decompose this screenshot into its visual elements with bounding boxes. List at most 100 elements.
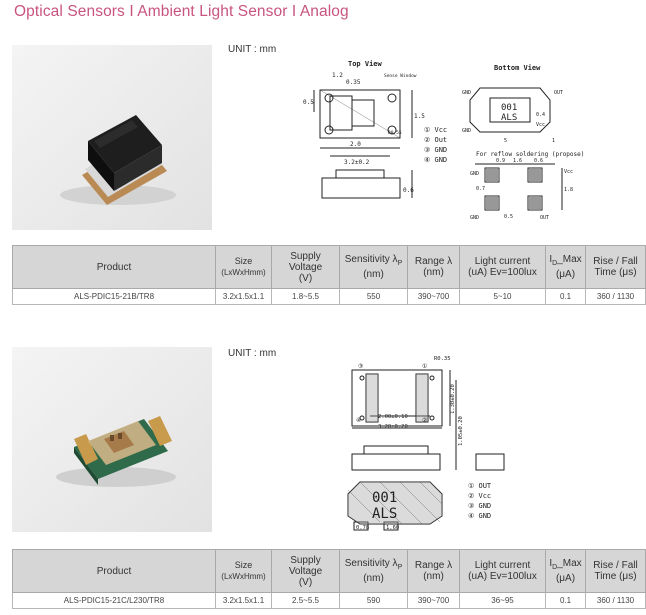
header-sensitivity-label: Sensitivity λ — [344, 558, 398, 569]
product-photo-2 — [12, 347, 212, 532]
pin-legend: ③ GND — [424, 146, 447, 154]
dim-label: 0.5 — [504, 214, 513, 220]
sensor-21b-image — [12, 45, 212, 230]
table-row: ALS-PDIC15-21B/TR8 3.2x1.5x1.1 1.8~5.5 5… — [12, 288, 646, 305]
header-rise-fall-unit: Time (μs) — [594, 267, 637, 278]
dim-label: 0.6 — [534, 158, 543, 164]
header-id-max: ID_Max (μA) — [545, 245, 586, 289]
cell-range: 390~700 — [407, 288, 460, 305]
header-rise-fall-label: Rise / Fall — [593, 256, 638, 267]
header-range-label: Range λ — [414, 560, 453, 571]
dim-label: 1.5 — [414, 113, 425, 120]
header-size-unit: (LxWxHmm) — [221, 268, 266, 277]
cell-sensitivity: 550 — [339, 288, 408, 305]
dim-label: 0.7 — [476, 186, 485, 192]
pin-legend: ① Vcc — [424, 126, 447, 134]
cell-size: 3.2x1.5x1.1 — [215, 592, 272, 609]
header-light-current-label: Light current — [474, 256, 531, 267]
dim-label: 0.5 — [303, 99, 314, 106]
header-id-rest: _Max — [557, 254, 582, 265]
header-size: Size (LxWxHmm) — [215, 245, 272, 289]
marking-text: ALS — [501, 113, 517, 123]
header-id-i: I — [549, 254, 553, 265]
header-rise-fall-label: Rise / Fall — [593, 560, 638, 571]
header-id-sub: D — [552, 564, 558, 571]
cell-rise-fall: 360 / 1130 — [585, 288, 646, 305]
dim-label: 0.6 — [403, 187, 414, 194]
header-sensitivity-unit: (nm) — [363, 269, 384, 280]
cell-product: ALS-PDIC15-21B/TR8 — [12, 288, 216, 305]
pin-legend: ② Out — [424, 136, 447, 144]
header-supply-label: Supply — [290, 250, 321, 262]
dim-label: 1 — [552, 138, 555, 144]
dim-label: 0.35 — [346, 79, 361, 86]
dim-label: 3.2±0.2 — [344, 159, 370, 166]
header-voltage: Supply Voltage (V) — [271, 245, 340, 289]
cell-id-max: 0.1 — [545, 288, 586, 305]
dim-label: R0.55 — [388, 130, 402, 136]
header-size: Size (LxWxHmm) — [215, 549, 272, 593]
dim-label: 0.9 — [496, 158, 505, 164]
header-voltage-unit: (V) — [298, 272, 313, 284]
pin-label: GND — [462, 128, 471, 134]
header-supply-label: Supply — [290, 554, 321, 566]
header-light-current: Light current (uA) Ev=100lux — [459, 245, 546, 289]
bottom-view-label: Bottom View — [494, 64, 541, 72]
header-size-label: Size — [234, 256, 253, 266]
header-range: Range λ (nm) — [407, 245, 460, 289]
header-rise-fall: Rise / Fall Time (μs) — [585, 245, 646, 289]
header-sensitivity-label: Sensitivity λ — [344, 254, 398, 265]
pin-label: Vcc — [564, 169, 573, 175]
header-id-max: ID_Max (μA) — [545, 549, 586, 593]
header-id-rest: _Max — [557, 558, 582, 569]
pin-legend: ③ GND — [468, 502, 491, 510]
header-voltage-label: Voltage — [288, 261, 323, 273]
dim-label: 1.60 — [386, 525, 399, 531]
pin-label: OUT — [540, 215, 549, 221]
header-voltage-label: Voltage — [288, 565, 323, 577]
header-size-unit: (LxWxHmm) — [221, 572, 266, 581]
pin-legend: ② Vcc — [468, 492, 491, 500]
header-light-current-unit: (uA) Ev=100lux — [468, 571, 537, 582]
header-voltage-unit: (V) — [298, 576, 313, 588]
sensor-21c-image — [12, 347, 212, 532]
dim-label: 1.05±0.20 — [458, 416, 464, 446]
pin-number: ③ — [358, 363, 363, 370]
dim-label: R0.35 — [434, 356, 451, 362]
pin-number: ④ — [356, 417, 361, 424]
dim-label: 1.6 — [513, 158, 522, 164]
pin-number: ① — [422, 363, 427, 370]
pin-number: ② — [422, 417, 427, 424]
unit-label-2: UNIT : mm — [228, 348, 277, 359]
product-photo-1 — [12, 45, 212, 230]
header-id-max-unit: (μA) — [555, 269, 576, 280]
header-light-current-label: Light current — [474, 560, 531, 571]
dim-label: 3.20±0.20 — [378, 424, 408, 430]
header-product: Product — [12, 549, 216, 593]
header-sensitivity: Sensitivity λP (nm) — [339, 245, 408, 289]
dim-label: 2.00±0.10 — [378, 414, 408, 420]
spec-table-1: Product Size (LxWxHmm) Supply Voltage (V… — [12, 245, 646, 305]
pin-legend: ④ GND — [468, 512, 491, 520]
cell-range: 390~700 — [407, 592, 460, 609]
cell-voltage: 2.5~5.5 — [271, 592, 340, 609]
pin-label: GND — [462, 90, 471, 96]
dim-label: 1.2 — [332, 72, 343, 79]
cell-rise-fall: 360 / 1130 — [585, 592, 646, 609]
header-sensitivity: Sensitivity λP (nm) — [339, 549, 408, 593]
table-row: ALS-PDIC15-21C/L230/TR8 3.2x1.5x1.1 2.5~… — [12, 592, 646, 609]
dim-label: 1.8 — [564, 187, 573, 193]
dimension-drawing-1: Top View Bottom View For reflow solderin… — [303, 60, 584, 221]
header-id-sub: D — [552, 260, 558, 267]
page-title: Optical Sensors I Ambient Light Sensor I… — [14, 3, 349, 20]
dim-label: 5 — [504, 138, 507, 144]
header-light-current: Light current (uA) Ev=100lux — [459, 549, 546, 593]
dim-label: 1.30±0.20 — [450, 384, 456, 414]
header-range-label: Range λ — [414, 256, 453, 267]
marking-text: 001 — [372, 490, 397, 506]
cell-sensitivity: 590 — [339, 592, 408, 609]
marking-text: 001 — [501, 103, 517, 113]
cell-light-current: 36~95 — [459, 592, 546, 609]
pin-legend: ④ GND — [424, 156, 447, 164]
header-range-unit: (nm) — [423, 267, 444, 278]
